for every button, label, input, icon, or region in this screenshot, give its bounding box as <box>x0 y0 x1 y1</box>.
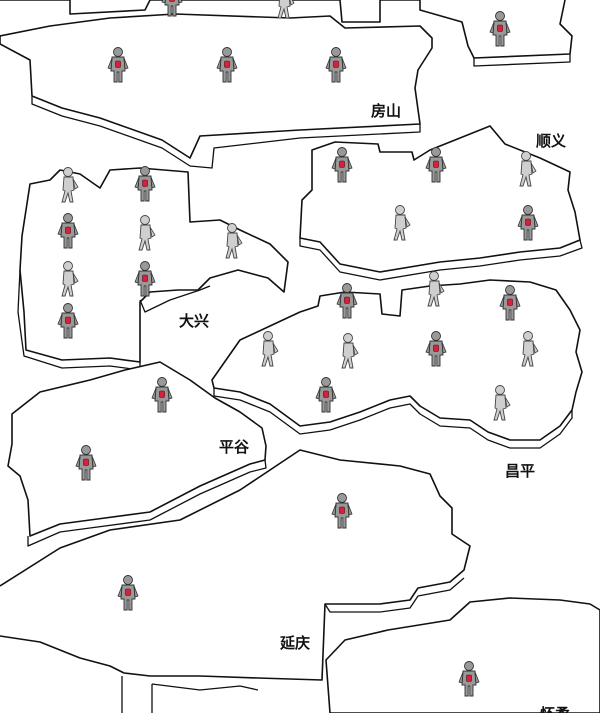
region-pinggu: 平谷 <box>7 361 267 547</box>
region-top-fragment <box>0 0 573 67</box>
region-fangshan: 房山 <box>0 13 433 169</box>
person-icon-plain <box>277 0 295 19</box>
region-huairou-fragment: 怀柔 <box>121 597 600 713</box>
region-label-yanqing: 延庆 <box>279 634 310 652</box>
region-label-huairou: 怀柔 <box>540 705 571 713</box>
region-yanqing: 延庆 <box>0 449 471 681</box>
region-shunyi: 顺义 <box>299 125 583 281</box>
region-changping: 昌平 <box>211 279 583 480</box>
region-label-pinggu: 平谷 <box>219 438 250 456</box>
region-label-shunyi: 顺义 <box>536 132 566 150</box>
region-label-changping: 昌平 <box>505 462 535 480</box>
region-label-daxing: 大兴 <box>179 312 209 330</box>
region-daxing: 大兴 <box>17 167 289 371</box>
region-label-fangshan: 房山 <box>371 102 401 120</box>
